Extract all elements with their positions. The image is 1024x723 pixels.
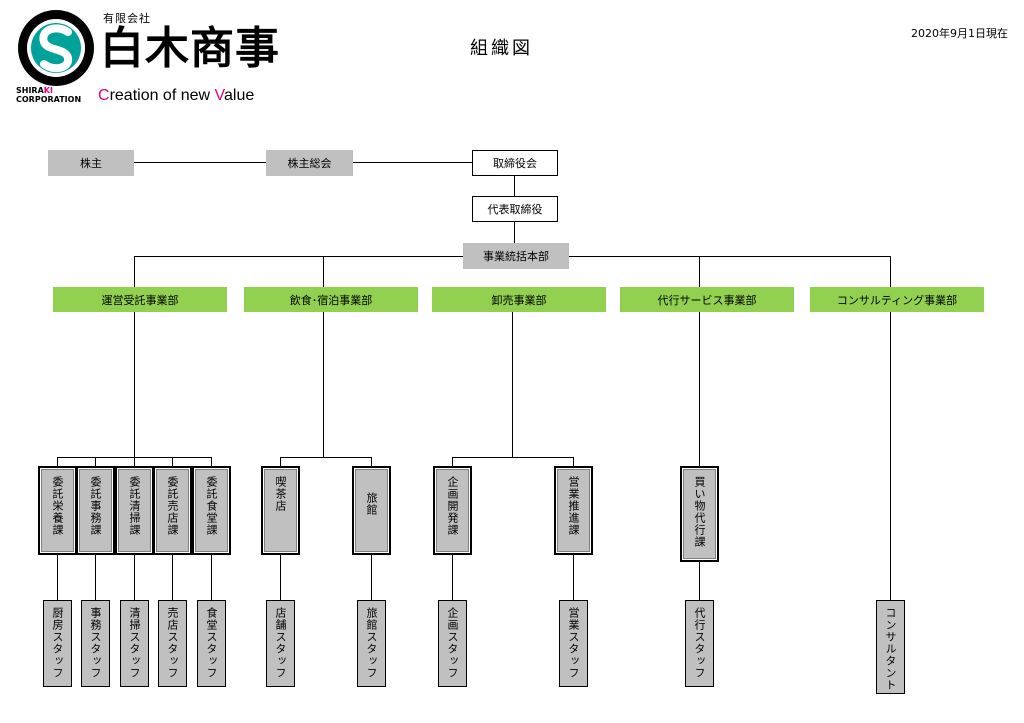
company-logo-icon (18, 10, 94, 86)
division-box: 代行サービス事業部 (620, 287, 794, 312)
company-type: 有限会社 (103, 12, 151, 25)
staff-box: 代行スタッフ (685, 600, 714, 687)
division-box: 運営受託事業部 (53, 287, 227, 312)
consultant-box: コンサルタント (876, 600, 905, 694)
as-of-date: 2020年9月1日現在 (911, 27, 1008, 40)
staff-box: 事務スタッフ (81, 600, 110, 687)
company-en-name: SHIRAKI CORPORATION (16, 86, 82, 104)
department-box: 買い物代行課 (680, 466, 719, 562)
staff-box: 清掃スタッフ (120, 600, 149, 687)
department-box: 委託清掃課 (115, 466, 154, 555)
department-box: 委託栄養課 (38, 466, 77, 555)
department-box: 企画開発課 (433, 466, 472, 555)
staff-box: 営業スタッフ (559, 600, 588, 687)
department-box: 営業推進課 (554, 466, 593, 555)
staff-box: 旅館スタッフ (357, 600, 386, 687)
tagline: Creation of new Value (98, 87, 255, 104)
department-box: 旅館 (352, 466, 391, 555)
department-box: 喫茶店 (261, 466, 300, 555)
division-box: 卸売事業部 (432, 287, 606, 312)
division-box: 飲食･宿泊事業部 (244, 287, 418, 312)
shareholders-meeting-box: 株主総会 (266, 150, 353, 176)
page-title: 組織図 (470, 38, 533, 59)
shareholders-box: 株主 (48, 150, 134, 176)
staff-box: 売店スタッフ (158, 600, 187, 687)
department-box: 委託食堂課 (192, 466, 231, 555)
board-box: 取締役会 (472, 150, 558, 176)
staff-box: 厨房スタッフ (43, 600, 72, 687)
staff-box: 企画スタッフ (438, 600, 467, 687)
department-box: 委託売店課 (153, 466, 192, 555)
headquarters-box: 事業統括本部 (463, 243, 569, 269)
department-box: 委託事務課 (76, 466, 115, 555)
staff-box: 店舗スタッフ (266, 600, 295, 687)
division-box: コンサルティング事業部 (810, 287, 984, 312)
company-name: 白木商事 (100, 23, 280, 74)
staff-box: 食堂スタッフ (197, 600, 226, 687)
representative-box: 代表取締役 (472, 196, 558, 222)
